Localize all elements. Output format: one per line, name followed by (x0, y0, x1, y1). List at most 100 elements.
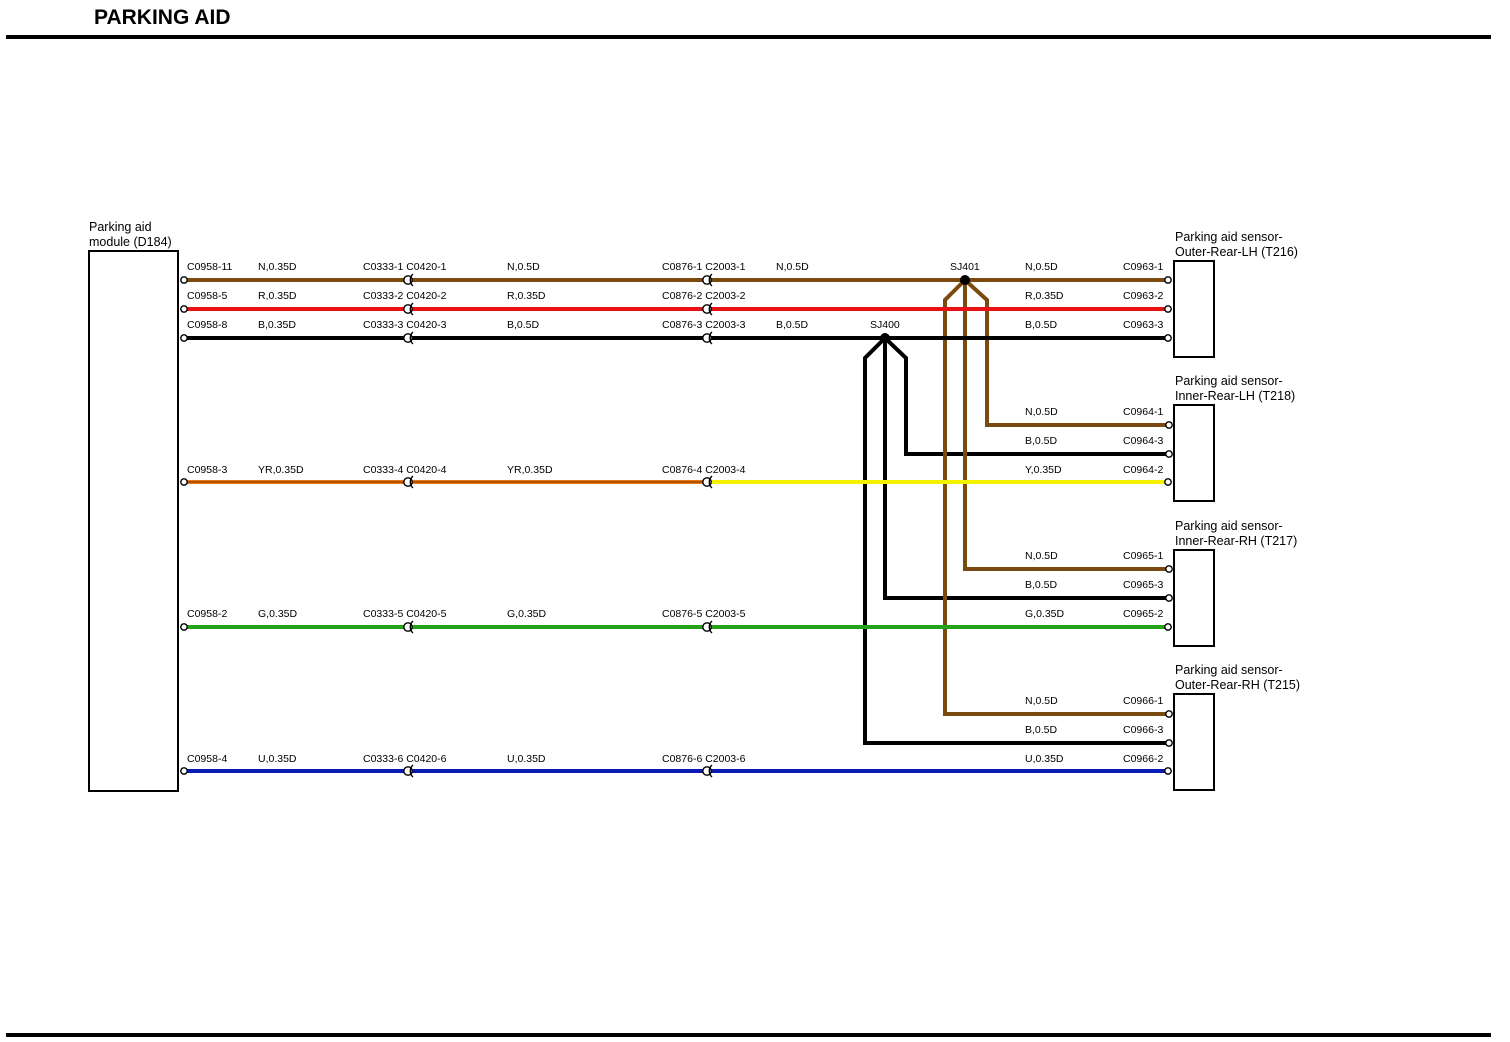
wire-spec-label: N,0.35D (258, 261, 297, 273)
connector-pair-label: C0333-2 C0420-2 (363, 290, 447, 302)
sensor-name-line1: Parking aid sensor- (1175, 519, 1283, 533)
wire-terminal (1164, 623, 1172, 631)
wire-spec-label: B,0.35D (258, 319, 296, 331)
sensor-name-line1: Parking aid sensor- (1175, 663, 1283, 677)
inline-connector-arc (708, 302, 713, 316)
wire-terminal (180, 767, 188, 775)
wire-spec-label: R,0.35D (1025, 290, 1064, 302)
sensor-box[interactable] (1173, 549, 1215, 647)
wire-dest-label: C0965-2 (1123, 608, 1163, 620)
sensor-name-line2: Inner-Rear-RH (T217) (1175, 534, 1297, 548)
branch-spec-label: B,0.5D (1025, 724, 1058, 736)
wire-terminal (1164, 767, 1172, 775)
wire-terminal (180, 334, 188, 342)
connector-pair-label: C0876-6 C2003-6 (662, 753, 746, 765)
sensor-name-line1: Parking aid sensor- (1175, 374, 1283, 388)
wire-spec-label: R,0.35D (507, 290, 546, 302)
splice-sj401-dot[interactable] (960, 275, 970, 285)
splice-points (880, 275, 970, 343)
wire-spec-label: YR,0.35D (507, 464, 553, 476)
wire-dest-label: C0966-2 (1123, 753, 1163, 765)
wire-terminal (180, 478, 188, 486)
wire-terminal (180, 276, 188, 284)
main-wires (184, 278, 1168, 773)
inline-connector-arc (409, 764, 414, 778)
branch-pin-terminal (1165, 450, 1173, 458)
inline-connector-arc (708, 273, 713, 287)
splice-sj400-dot[interactable] (880, 333, 890, 343)
sensor-outer-rear-lh[interactable]: Parking aid sensor- Outer-Rear-LH (T216) (1173, 230, 1298, 358)
wire-spec-label: B,0.5D (507, 319, 540, 331)
wire-spec-label: G,0.35D (258, 608, 298, 620)
sensor-name-line2: Outer-Rear-RH (T215) (1175, 678, 1300, 692)
inline-connector-arc (708, 620, 713, 634)
branch-pin-terminal (1165, 421, 1173, 429)
sensor-name-line2: Inner-Rear-LH (T218) (1175, 389, 1295, 403)
sensor-inner-rear-rh[interactable]: Parking aid sensor- Inner-Rear-RH (T217) (1173, 519, 1297, 647)
branch-dest-label: C0966-1 (1123, 695, 1163, 707)
branch-spec-label: B,0.5D (1025, 435, 1058, 447)
sensor-inner-rear-lh[interactable]: Parking aid sensor- Inner-Rear-LH (T218) (1173, 374, 1295, 502)
wire-spec-label: U,0.35D (258, 753, 297, 765)
branch-wire-2[interactable] (883, 336, 1168, 456)
parking-aid-module[interactable]: Parking aid module (D184) (88, 220, 179, 792)
branch-wire-1[interactable] (963, 278, 1168, 427)
connector-pair-label: C0876-3 C2003-3 (662, 319, 746, 331)
footer-rule (6, 1033, 1491, 1037)
splice-label-sj401: SJ401 (950, 261, 980, 273)
branch-dest-label: C0964-1 (1123, 406, 1163, 418)
wire-spec-label: N,0.5D (1025, 261, 1058, 273)
splice-label-sj400: SJ400 (870, 319, 900, 331)
sensor-box[interactable] (1173, 693, 1215, 791)
wire-src-label: C0958-3 (187, 464, 227, 476)
inline-connector-arc (708, 475, 713, 489)
page-title: PARKING AID (94, 6, 231, 29)
branch-pin-terminal (1165, 739, 1173, 747)
wire-spec-label: N,0.5D (776, 261, 809, 273)
sensor-name-line2: Outer-Rear-LH (T216) (1175, 245, 1298, 259)
inline-connector-arc (708, 764, 713, 778)
inline-connector-arc (409, 331, 414, 345)
connector-pair-label: C0333-6 C0420-6 (363, 753, 447, 765)
connector-pair-label: C0333-3 C0420-3 (363, 319, 447, 331)
header-rule (6, 35, 1491, 39)
sensor-outer-rear-rh[interactable]: Parking aid sensor- Outer-Rear-RH (T215) (1173, 663, 1300, 791)
branch-wire-4[interactable] (883, 338, 1168, 600)
module-name-line1: Parking aid (89, 220, 152, 234)
inline-connector-arc (708, 331, 713, 345)
wire-terminal (1164, 305, 1172, 313)
branch-wire-5[interactable] (943, 278, 1168, 716)
wire-spec-label: Y,0.35D (1025, 464, 1062, 476)
branch-pin-terminal (1165, 565, 1173, 573)
inline-connector-arc (409, 475, 414, 489)
branch-wire-3[interactable] (963, 280, 1168, 571)
wire-spec-label: N,0.5D (507, 261, 540, 273)
branch-spec-label: N,0.5D (1025, 406, 1058, 418)
sensor-box[interactable] (1173, 404, 1215, 502)
module-box[interactable] (88, 250, 179, 792)
wire-spec-label: U,0.35D (507, 753, 546, 765)
branch-wire-6[interactable] (863, 336, 1168, 745)
wire-terminal (180, 305, 188, 313)
connector-pair-label: C0876-1 C2003-1 (662, 261, 746, 273)
connector-pair-label: C0876-2 C2003-2 (662, 290, 746, 302)
wire-terminal (1164, 276, 1172, 284)
wire-spec-label: U,0.35D (1025, 753, 1064, 765)
branch-dest-label: C0965-3 (1123, 579, 1163, 591)
sensor-box[interactable] (1173, 260, 1215, 358)
wire-src-label: C0958-5 (187, 290, 227, 302)
inline-connector-arc (409, 620, 414, 634)
connector-pair-label: C0876-5 C2003-5 (662, 608, 746, 620)
connector-pair-label: C0333-4 C0420-4 (363, 464, 447, 476)
branch-pin-terminal (1165, 594, 1173, 602)
wire-terminal (1164, 334, 1172, 342)
inline-connector-arc (409, 302, 414, 316)
connector-symbols (180, 273, 1173, 778)
wire-spec-label: YR,0.35D (258, 464, 304, 476)
branch-spec-label: N,0.5D (1025, 695, 1058, 707)
branch-dest-label: C0964-3 (1123, 435, 1163, 447)
wire-src-label: C0958-11 (187, 261, 232, 273)
wire-dest-label: C0964-2 (1123, 464, 1163, 476)
wire-spec-label: G,0.35D (1025, 608, 1065, 620)
wire-spec-label: B,0.5D (1025, 319, 1058, 331)
